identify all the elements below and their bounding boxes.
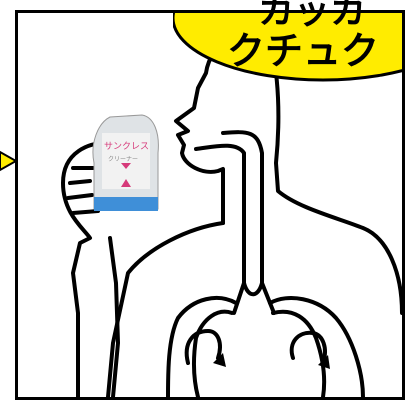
airway-inner — [194, 143, 246, 285]
arrow-right-lung — [289, 330, 327, 365]
arm-outline — [108, 236, 120, 397]
inhaler-arrow-up-icon — [121, 179, 131, 187]
side-arrow-icon — [0, 150, 18, 172]
left-lung — [166, 296, 238, 397]
left-lung-inner — [191, 309, 234, 397]
speech-bubble-line2: クチュク — [227, 29, 380, 73]
arrowhead-left — [213, 353, 226, 367]
inhaler-brand-label: サンクレス — [104, 141, 149, 152]
speech-bubble-line1: カッカ — [258, 0, 367, 32]
right-lung — [268, 296, 365, 397]
bronchi — [232, 281, 276, 315]
speech-bubble — [173, 13, 402, 82]
airway-outer — [221, 130, 264, 285]
inhaler-sub-label: クリーナー — [108, 156, 138, 163]
right-lung-inner — [271, 309, 327, 397]
hand-outline — [61, 140, 115, 397]
body-outline-left — [106, 221, 225, 397]
finger-lines — [66, 166, 100, 215]
arrow-left-lung — [184, 329, 222, 365]
illustration-panel: サンクレス クリーナー — [15, 10, 405, 400]
inhaler-arrow-down-icon — [121, 163, 131, 169]
arrowhead-right — [318, 355, 330, 369]
breathing-illustration: サンクレス クリーナー — [61, 31, 402, 397]
neck-outline — [266, 31, 402, 315]
